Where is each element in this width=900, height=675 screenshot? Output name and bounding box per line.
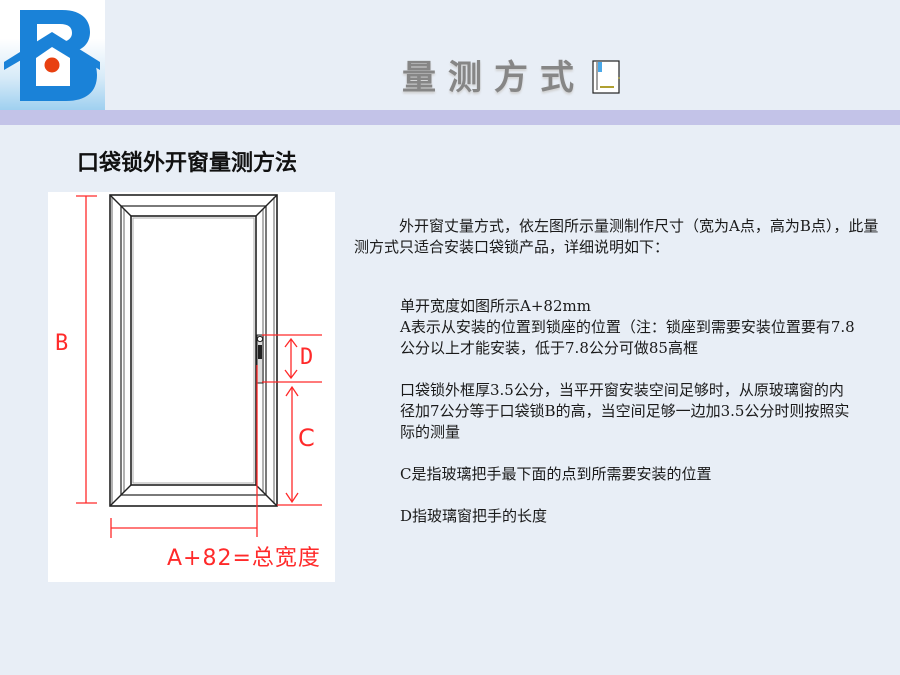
company-logo (0, 0, 105, 110)
description-text: 外开窗丈量方式，依左图所示量测制作尺寸（宽为A点，高为B点），此量测方式只适合安… (354, 216, 879, 527)
house-b-logo-icon (4, 10, 100, 101)
header-band (0, 110, 900, 125)
dimension-label-d: D (300, 345, 314, 370)
notebook-icon (592, 60, 620, 94)
section-title: 口袋锁外开窗量测方法 (77, 151, 298, 176)
c-definition: C是指玻璃把手最下面的点到所需要安装的位置 (400, 465, 712, 483)
window-frame-drawing (76, 194, 322, 538)
page-title: 量测方式 (402, 58, 586, 98)
width-note: 单开宽度如图所示A+82mm (400, 297, 591, 315)
dimension-label-c: C (298, 424, 315, 452)
dimension-label-b: B (55, 331, 69, 356)
window-handle-icon (256, 334, 264, 384)
dimension-label-width: A+82=总宽度 (167, 546, 321, 571)
window-measurement-diagram: B D C A+82=总宽度 (48, 192, 335, 582)
intro-paragraph: 外开窗丈量方式，依左图所示量测制作尺寸（宽为A点，高为B点），此量测方式只适合安… (354, 217, 879, 256)
a-definition: A表示从安装的位置到锁座的位置（注：锁座到需要安装位置要有7.8公分以上才能安装… (400, 318, 855, 357)
frame-thickness-note: 口袋锁外框厚3.5公分，当平开窗安装空间足够时，从原玻璃窗的内径加7公分等于口袋… (400, 381, 850, 441)
d-definition: D指玻璃窗把手的长度 (400, 507, 548, 525)
